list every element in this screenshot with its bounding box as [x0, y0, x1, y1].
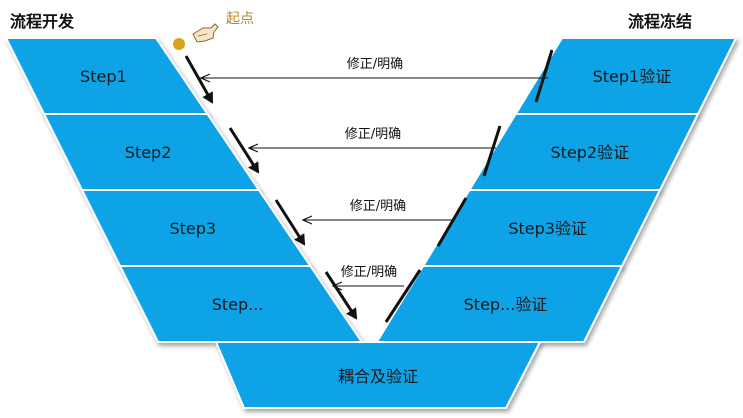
- right-title: 流程冻结: [628, 12, 693, 31]
- feedback-label: 修正/明确: [345, 127, 401, 142]
- flow-down-arrow: [184, 55, 214, 104]
- dev-step-label: Step1: [80, 67, 127, 86]
- flow-verify-line: [534, 49, 554, 103]
- dev-step-label: Step3: [170, 219, 217, 238]
- pointing-hand-icon: [192, 23, 219, 43]
- verify-step-label: Step3验证: [508, 219, 587, 238]
- verify-step-label: Step2验证: [550, 143, 629, 162]
- flow-down-arrow: [324, 271, 358, 320]
- integration-label: 耦合及验证: [338, 367, 418, 386]
- dev-step-label: Step...: [212, 295, 264, 314]
- flow-down-arrow: [228, 127, 260, 174]
- start-label: 起点: [226, 11, 254, 27]
- flow-verify-line: [436, 197, 468, 247]
- verify-step-block: [375, 265, 624, 343]
- integration-block: [214, 341, 542, 409]
- flow-verify-line: [482, 125, 502, 177]
- dev-step-label: Step2: [125, 143, 172, 162]
- verify-step-label: Step1验证: [593, 67, 672, 86]
- start-dot: [173, 38, 185, 50]
- feedback-label: 修正/明确: [350, 199, 406, 214]
- feedback-label: 修正/明确: [347, 57, 403, 72]
- verify-step-label: Step...验证: [464, 295, 548, 314]
- flow-verify-line: [384, 269, 422, 323]
- left-title: 流程开发: [10, 12, 75, 31]
- feedback-label: 修正/明确: [341, 265, 397, 280]
- flow-down-arrow: [274, 199, 306, 246]
